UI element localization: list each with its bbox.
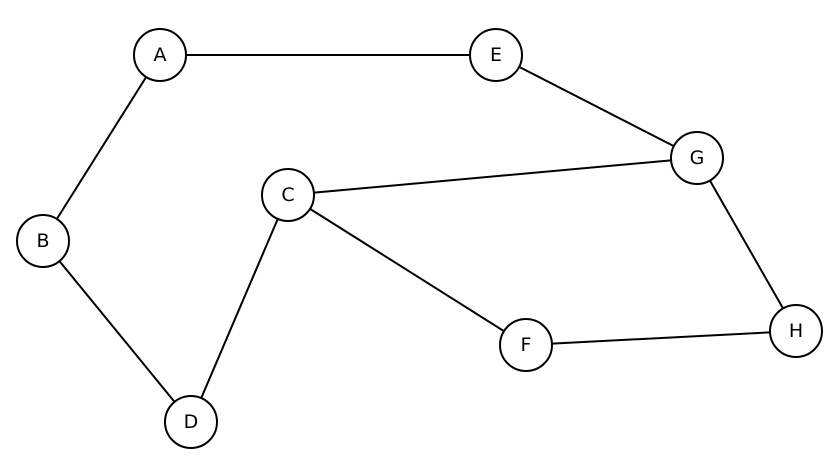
node-circle-g [670,131,724,185]
node-label-g: G [690,147,705,169]
edge-a-b [42,54,161,242]
edge-c-g [287,157,698,196]
node-label-d: D [184,411,199,433]
edge-c-f [287,194,527,346]
node-label-c: C [281,184,294,206]
node-circle-e [469,28,523,82]
node-circle-c [261,168,315,222]
node-circle-a [133,28,187,82]
node-label-h: H [789,320,803,342]
node-label-f: F [521,334,532,356]
edge-g-h [696,157,797,332]
edge-b-d [42,240,192,423]
node-circle-b [16,214,70,268]
edge-d-c [190,194,289,423]
node-e: E [469,28,523,82]
node-b: B [16,214,70,268]
node-label-e: E [490,44,502,66]
node-f: F [499,318,553,372]
node-circle-d [164,395,218,449]
nodes-layer: A B C D E F G H [16,28,823,449]
node-label-b: B [36,230,49,252]
node-a: A [133,28,187,82]
node-c: C [261,168,315,222]
node-d: D [164,395,218,449]
edges-layer [42,54,797,423]
node-circle-h [769,304,823,358]
node-label-a: A [154,44,167,66]
node-circle-f [499,318,553,372]
node-h: H [769,304,823,358]
edge-f-h [525,330,797,346]
edge-e-g [495,54,698,159]
node-g: G [670,131,724,185]
